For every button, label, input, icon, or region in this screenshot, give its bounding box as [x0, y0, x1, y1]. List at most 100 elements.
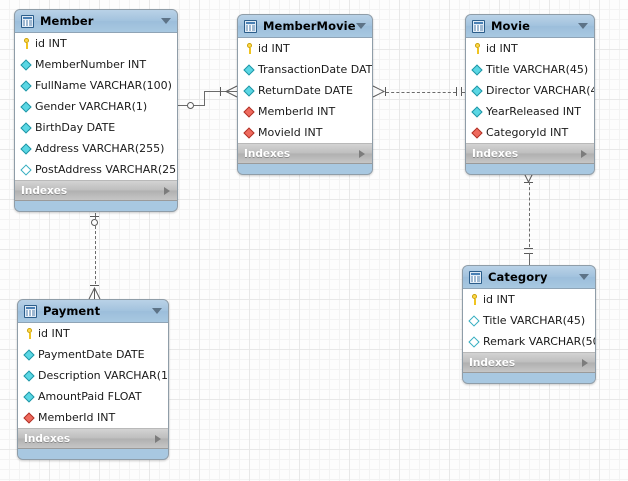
table-column-row[interactable]: Title VARCHAR(45) — [463, 310, 595, 331]
column-label: ReturnDate DATE — [258, 84, 353, 97]
column-label: PaymentDate DATE — [38, 348, 145, 361]
chevron-down-icon[interactable] — [161, 18, 171, 24]
table-footer — [463, 373, 595, 383]
column-label: TransactionDate DATE — [258, 63, 373, 76]
indexes-section[interactable]: Indexes — [15, 181, 177, 201]
indexes-label: Indexes — [469, 356, 516, 369]
table-column-row[interactable]: FullName VARCHAR(100) — [15, 75, 177, 96]
diamond-icon — [471, 84, 484, 97]
key-icon — [471, 42, 484, 55]
zero-or-one-marker — [91, 219, 98, 226]
table-footer — [15, 201, 177, 211]
table-footer — [466, 164, 594, 174]
triangle-right-icon[interactable] — [581, 149, 587, 158]
table-icon — [21, 14, 34, 28]
table-column-row[interactable]: MemberId INT — [18, 407, 168, 428]
triangle-right-icon[interactable] — [582, 358, 588, 367]
table-header[interactable]: Payment — [18, 300, 168, 323]
diamond-shape — [471, 63, 483, 76]
chevron-down-icon[interactable] — [579, 274, 589, 280]
triangle-right-icon[interactable] — [155, 434, 161, 443]
table-payment[interactable]: Payment id INT PaymentDate DATE Description… — [17, 299, 169, 460]
table-header[interactable]: Category — [463, 266, 595, 289]
column-label: PostAddress VARCHAR(255) — [35, 163, 178, 176]
chevron-down-icon[interactable] — [578, 23, 588, 29]
chevron-down-icon[interactable] — [152, 308, 162, 314]
key-icon — [23, 327, 36, 340]
table-column-row[interactable]: id INT — [463, 289, 595, 310]
diamond-icon — [20, 58, 33, 71]
table-column-row[interactable]: Gender VARCHAR(1) — [15, 96, 177, 117]
connector-segment — [204, 91, 205, 106]
diamond-shape — [20, 142, 32, 155]
table-column-row[interactable]: id INT — [466, 38, 594, 59]
table-name-label: MemberMovie — [263, 19, 356, 33]
table-icon — [244, 19, 257, 33]
diamond-icon — [23, 390, 36, 403]
table-column-row[interactable]: id INT — [15, 33, 177, 54]
table-column-row[interactable]: TransactionDate DATE — [238, 59, 372, 80]
table-column-row[interactable]: MemberNumber INT — [15, 54, 177, 75]
table-column-row[interactable]: MemberId INT — [238, 101, 372, 122]
connector-segment — [94, 226, 96, 284]
connector-segment — [461, 91, 465, 93]
column-label: MemberId INT — [38, 411, 116, 424]
diamond-shape — [468, 314, 480, 327]
diamond-shape — [20, 79, 32, 92]
triangle-right-icon[interactable] — [164, 186, 170, 195]
table-column-row[interactable]: id INT — [238, 38, 372, 59]
zero-or-one-marker — [187, 101, 194, 109]
table-column-row[interactable]: PaymentDate DATE — [18, 344, 168, 365]
table-columns: id INT PaymentDate DATE Description VARCHA… — [18, 323, 168, 429]
table-membermovie[interactable]: MemberMovie id INT TransactionDate DATE Ret… — [237, 14, 373, 175]
table-column-row[interactable]: Remark VARCHAR(500) — [463, 331, 595, 352]
column-label: Director VARCHAR(45) — [486, 84, 594, 97]
column-label: Gender VARCHAR(1) — [35, 100, 148, 113]
table-column-row[interactable]: Director VARCHAR(45) — [466, 80, 594, 101]
table-column-row[interactable]: id INT — [18, 323, 168, 344]
chevron-down-icon[interactable] — [356, 23, 366, 29]
table-header[interactable]: Member — [15, 10, 177, 33]
table-column-row[interactable]: Description VARCHAR(100) — [18, 365, 168, 386]
one-marker — [385, 87, 386, 96]
table-header[interactable]: MemberMovie — [238, 15, 372, 38]
indexes-section[interactable]: Indexes — [18, 429, 168, 449]
column-label: id INT — [38, 327, 70, 340]
table-icon — [472, 19, 485, 33]
indexes-section[interactable]: Indexes — [466, 144, 594, 164]
table-header[interactable]: Movie — [466, 15, 594, 38]
table-column-row[interactable]: CategoryId INT — [466, 122, 594, 143]
triangle-right-icon[interactable] — [359, 149, 365, 158]
table-column-row[interactable]: Address VARCHAR(255) — [15, 138, 177, 159]
red-diamond-icon — [23, 411, 36, 424]
column-label: FullName VARCHAR(100) — [35, 79, 172, 92]
indexes-section[interactable]: Indexes — [238, 144, 372, 164]
connector-segment — [194, 105, 204, 106]
table-column-row[interactable]: ReturnDate DATE — [238, 80, 372, 101]
diamond-shape — [20, 100, 32, 113]
indexes-section[interactable]: Indexes — [463, 353, 595, 373]
table-name-label: Movie — [491, 19, 531, 33]
column-label: Description VARCHAR(100) — [38, 369, 168, 382]
table-column-row[interactable]: AmountPaid FLOAT — [18, 386, 168, 407]
diamond-icon — [471, 63, 484, 76]
table-column-row[interactable]: MovieId INT — [238, 122, 372, 143]
indexes-label: Indexes — [244, 147, 291, 160]
indexes-label: Indexes — [472, 147, 519, 160]
column-label: YearReleased INT — [486, 105, 581, 118]
diamond-shape — [23, 369, 35, 382]
table-column-row[interactable]: Title VARCHAR(45) — [466, 59, 594, 80]
table-column-row[interactable]: BirthDay DATE — [15, 117, 177, 138]
one-marker — [220, 86, 221, 96]
connector-segment — [178, 105, 187, 106]
column-label: AmountPaid FLOAT — [38, 390, 142, 403]
table-column-row[interactable]: YearReleased INT — [466, 101, 594, 122]
key-icon — [243, 42, 256, 55]
table-column-row[interactable]: PostAddress VARCHAR(255) — [15, 159, 177, 180]
